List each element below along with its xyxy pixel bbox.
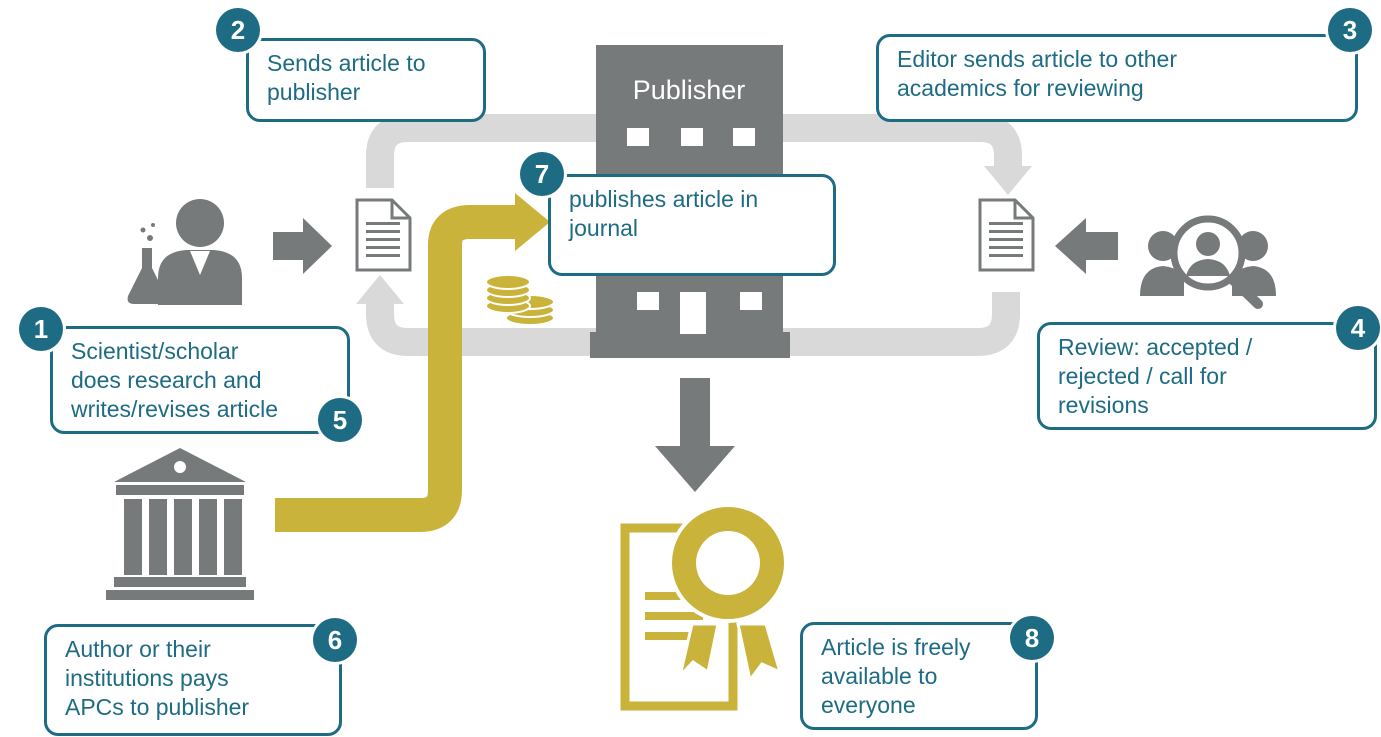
step-6-text: Author or their institutions pays APCs t… bbox=[65, 636, 250, 720]
scientist-icon bbox=[127, 199, 242, 305]
step-3-text: Editor sends article to other academics … bbox=[897, 46, 1177, 101]
step-5-badge: 5 bbox=[318, 398, 362, 442]
step-8-text: Article is freely available to everyone bbox=[821, 634, 971, 718]
institution-building-icon bbox=[106, 448, 254, 600]
publisher-label: Publisher bbox=[633, 75, 746, 105]
payment-flow bbox=[275, 193, 550, 532]
step-7-text: publishes article in journal bbox=[569, 186, 759, 241]
document-icon bbox=[978, 198, 1035, 272]
step-7-badge: 7 bbox=[520, 152, 564, 196]
reviewers-magnifier-icon bbox=[1140, 215, 1276, 309]
arrow-publisher-to-certificate bbox=[655, 378, 735, 492]
arrow-review-to-document bbox=[1055, 218, 1118, 274]
down-arrow-to-review bbox=[984, 166, 1032, 195]
step-4-text: Review: accepted / rejected / call for r… bbox=[1058, 334, 1253, 418]
step-1-badge: 1 bbox=[19, 307, 63, 351]
payment-arrow-head bbox=[515, 193, 550, 251]
building-window bbox=[627, 128, 649, 146]
step-3-callout: Editor sends article to other academics … bbox=[876, 34, 1358, 122]
step-2-text: Sends article to publisher bbox=[267, 50, 426, 105]
step-6-callout: Author or their institutions pays APCs t… bbox=[44, 624, 342, 736]
up-arrow-to-author bbox=[356, 275, 404, 304]
step-1-text: Scientist/scholar does research and writ… bbox=[71, 338, 279, 422]
payment-path bbox=[275, 205, 522, 532]
step-7-callout: publishes article in journal bbox=[548, 174, 836, 276]
building-window bbox=[740, 292, 762, 310]
building-window bbox=[637, 292, 659, 310]
building-window bbox=[681, 128, 703, 146]
step-2-badge: 2 bbox=[216, 8, 260, 52]
step-4-badge: 4 bbox=[1336, 306, 1380, 350]
building-base bbox=[590, 332, 790, 358]
step-8-badge: 8 bbox=[1010, 616, 1054, 660]
coins-icon bbox=[485, 274, 555, 326]
step-4-callout: Review: accepted / rejected / call for r… bbox=[1037, 322, 1377, 430]
certificate-icon bbox=[620, 503, 788, 711]
document-icon bbox=[355, 198, 412, 272]
step-2-callout: Sends article to publisher bbox=[246, 38, 486, 122]
building-door bbox=[680, 292, 706, 334]
building-window bbox=[733, 128, 755, 146]
arrow-scientist-to-document bbox=[273, 218, 332, 274]
step-1-callout: Scientist/scholar does research and writ… bbox=[50, 326, 350, 434]
building-roof bbox=[636, 53, 780, 63]
step-6-badge: 6 bbox=[313, 618, 357, 662]
step-3-badge: 3 bbox=[1328, 8, 1372, 52]
step-8-callout: Article is freely available to everyone bbox=[800, 622, 1038, 730]
